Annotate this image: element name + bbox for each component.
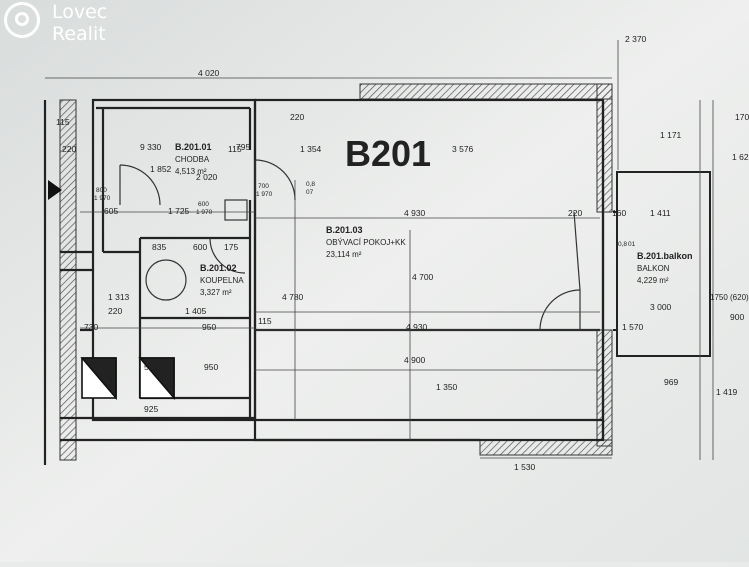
dim-label: 220 xyxy=(108,306,122,316)
opening-label: 01 xyxy=(628,241,636,248)
room-code: B.201.01 xyxy=(175,142,212,152)
dim-label: 220 xyxy=(290,112,304,122)
dim-label: 1 419 xyxy=(716,387,738,397)
dim-label: 9 330 xyxy=(140,142,162,152)
dim-label: 170 xyxy=(735,112,749,122)
dim-label: 1 171 xyxy=(660,130,682,140)
opening-labels: 800 1 970 700 1 970 600 1 970 0,8 07 0,8… xyxy=(94,181,636,248)
dim-label: 1 621 xyxy=(732,152,749,162)
dim-label: 4 020 xyxy=(198,68,220,78)
entrance-arrow xyxy=(48,180,62,200)
hatched-walls xyxy=(59,83,613,461)
room-area: 4,513 m² xyxy=(175,167,207,176)
dim-label: 535 xyxy=(144,362,158,372)
dim-label: 1 725 xyxy=(168,206,190,216)
dim-label: 175 xyxy=(224,242,238,252)
dim-label: 160 xyxy=(612,208,626,218)
dim-label: 1 852 xyxy=(150,164,172,174)
dim-label: 115 xyxy=(258,316,272,326)
dim-label: 925 xyxy=(144,404,158,414)
dim-label: 600 xyxy=(193,242,207,252)
dim-label: 220 xyxy=(62,144,76,154)
dimension-labels: 4 020 115 2 370 220 9 330 795 220 1 354 … xyxy=(56,34,749,472)
dim-label: 4 930 xyxy=(406,322,428,332)
dim-label: 950 xyxy=(204,362,218,372)
opening-label: 600 xyxy=(198,201,209,208)
room-area: 4,229 m² xyxy=(637,276,669,285)
dim-label: 1750 (620) xyxy=(710,293,749,302)
room-code: B.201.03 xyxy=(326,225,363,235)
room-name: OBÝVACÍ POKOJ+KK xyxy=(326,238,406,247)
dim-label: 835 xyxy=(152,242,166,252)
dim-label: 1 350 xyxy=(436,382,458,392)
dim-label: 115 xyxy=(56,117,70,127)
dim-label: 2 020 xyxy=(196,172,218,182)
opening-label: 07 xyxy=(306,189,314,196)
room-code: B.201.02 xyxy=(200,263,237,273)
dim-label: 3 576 xyxy=(452,144,474,154)
unit-label: B201 xyxy=(345,133,431,174)
room-area: 23,114 m² xyxy=(326,250,362,259)
dim-label: 4 900 xyxy=(404,355,426,365)
opening-label: 700 xyxy=(258,183,269,190)
dim-label: 1 313 xyxy=(108,292,130,302)
dim-label: 115 xyxy=(228,144,242,154)
dim-label: 605 xyxy=(104,206,118,216)
room-name: CHODBA xyxy=(175,155,210,164)
opening-label: 1 970 xyxy=(94,195,111,202)
room-obyvaci-pokoj: B.201.03 OBÝVACÍ POKOJ+KK 23,114 m² xyxy=(326,225,406,259)
room-name: KOUPELNA xyxy=(200,276,244,285)
opening-label: 800 xyxy=(96,187,107,194)
dim-label: 730 xyxy=(84,322,98,332)
room-koupelna: B.201.02 KOUPELNA 3,327 m² xyxy=(200,263,244,297)
dim-label: 4 930 xyxy=(404,208,426,218)
logo-line2: Realit xyxy=(52,23,106,45)
dim-label: 1 354 xyxy=(300,144,322,154)
opening-label: 1 970 xyxy=(196,209,213,216)
opening-label: 1 970 xyxy=(256,191,273,198)
logo-icon xyxy=(4,2,40,38)
dim-label: 1 405 xyxy=(185,306,207,316)
dim-label: 4 780 xyxy=(282,292,304,302)
room-code: B.201.balkon xyxy=(637,251,693,261)
room-balkon: B.201.balkon BALKON 4,229 m² xyxy=(637,251,693,285)
dim-label: 4 700 xyxy=(412,272,434,282)
room-area: 3,327 m² xyxy=(200,288,232,297)
dim-label: 950 xyxy=(202,322,216,332)
dim-label: 1 530 xyxy=(514,462,536,472)
dim-label: 1 570 xyxy=(622,322,644,332)
opening-label: 0,8 xyxy=(306,181,315,188)
dim-label: 3 000 xyxy=(650,302,672,312)
dim-label: 969 xyxy=(664,377,678,387)
dim-label: 2 370 xyxy=(625,34,647,44)
dim-label: 900 xyxy=(730,312,744,322)
room-chodba: B.201.01 CHODBA 4,513 m² xyxy=(175,142,212,176)
dim-label: 1 411 xyxy=(650,208,671,218)
watermark-logo: Lovec Realit xyxy=(0,0,140,48)
logo-line1: Lovec xyxy=(52,1,108,23)
opening-label: 0,8 xyxy=(618,241,627,248)
room-name: BALKON xyxy=(637,264,670,273)
dim-label: 220 xyxy=(568,208,582,218)
dim-label: 795 xyxy=(236,142,250,152)
